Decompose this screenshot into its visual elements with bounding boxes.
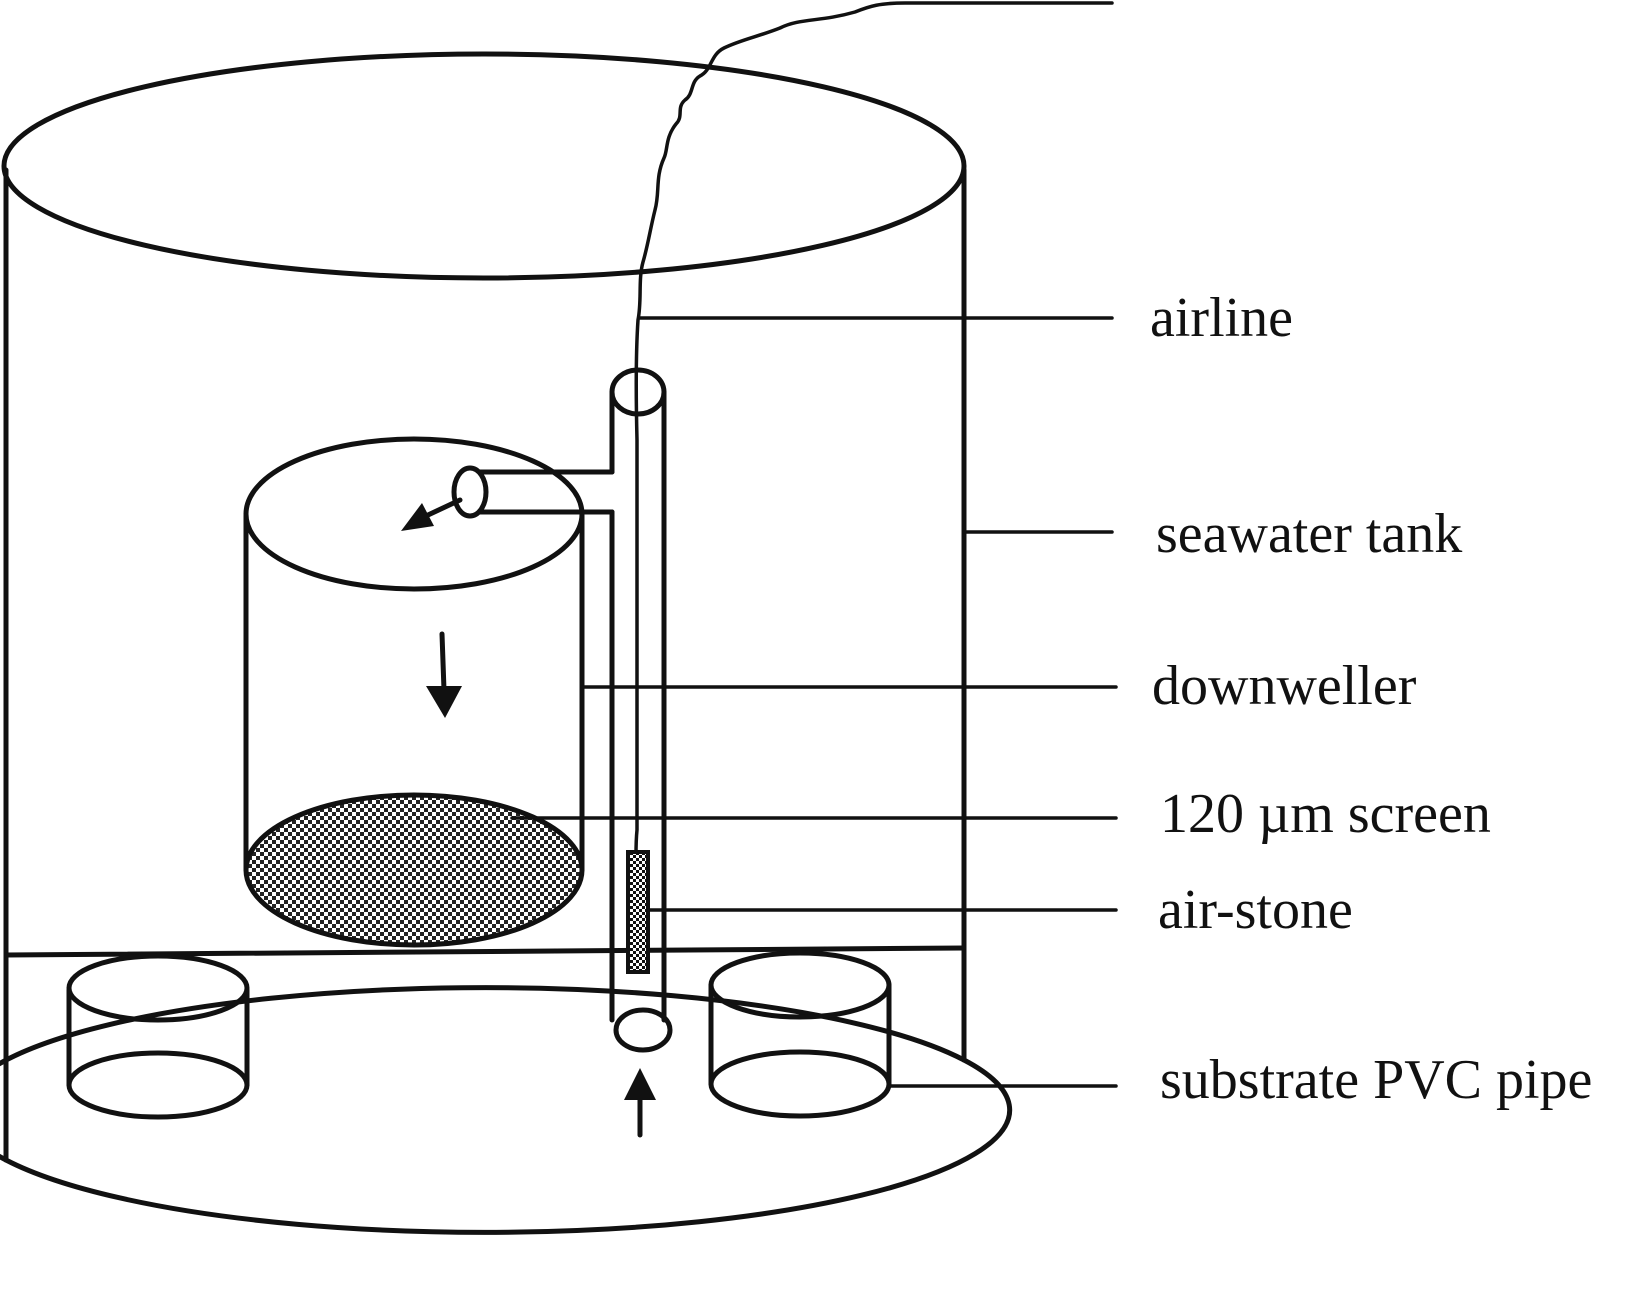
outflow-arrow (401, 497, 463, 531)
substrate-pipe-right (708, 950, 892, 1119)
airlift-pipe (401, 367, 673, 1138)
down-flow-arrow (426, 631, 462, 718)
label-air-stone: air-stone (1158, 879, 1353, 941)
inflow-arrow (624, 1068, 656, 1138)
label-substrate-pipe: substrate PVC pipe (1160, 1049, 1592, 1111)
mesh-screen (243, 792, 585, 948)
downweller (243, 436, 585, 948)
label-downweller: downweller (1152, 655, 1417, 717)
label-seawater-tank: seawater tank (1156, 503, 1462, 565)
leader-lines (510, 316, 1118, 1088)
seawater-tank (0, 51, 1013, 1235)
air-stone (626, 850, 650, 974)
label-airline: airline (1150, 287, 1293, 349)
airline-tube (634, 1, 1114, 857)
substrate-pipe-left (66, 953, 250, 1120)
label-screen: 120 µm screen (1160, 783, 1491, 845)
